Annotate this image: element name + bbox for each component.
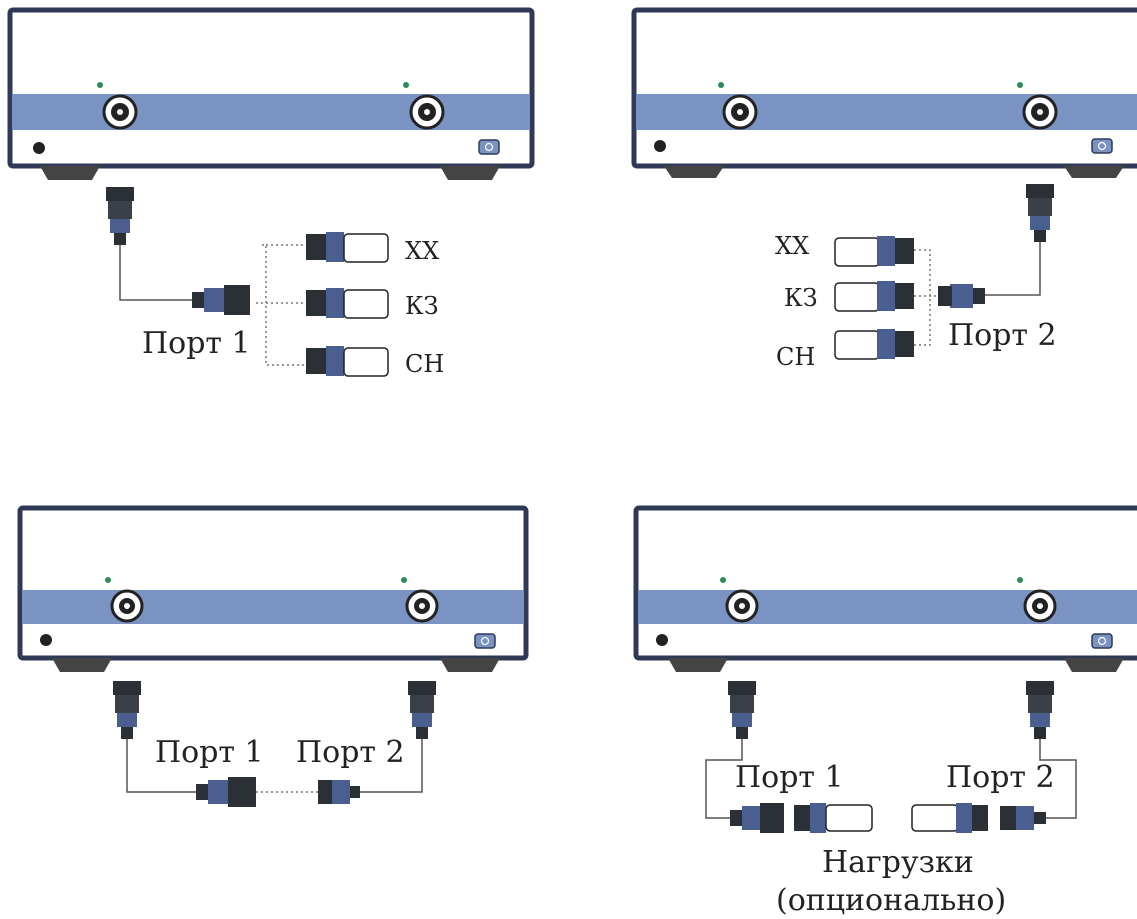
port-1-socket [110, 589, 144, 623]
analyzer-frame [17, 505, 529, 661]
knob-icon [40, 634, 52, 646]
cable [1039, 739, 1077, 819]
port-label: Порт 2 [948, 318, 1057, 353]
foot [440, 166, 500, 180]
panel-2: XX КЗ СН Порт 2 [631, 7, 1137, 371]
load-standard [834, 329, 914, 360]
optional-label: (опционально) [776, 883, 1006, 918]
analyzer-unit [631, 7, 1137, 178]
port-stripe [12, 94, 530, 130]
port-stripe [638, 590, 1137, 624]
port-1-socket [102, 94, 138, 130]
loads-label: Нагрузки [822, 845, 974, 880]
port-2-connector [318, 780, 360, 804]
cable-connector [1026, 681, 1054, 739]
foot [52, 658, 112, 672]
port-1-socket [722, 94, 758, 130]
analyzer-unit [633, 505, 1137, 672]
power-button-icon [474, 633, 496, 649]
panel-4: Порт 1 Порт 2 Нагрузки (опционально) [633, 505, 1137, 918]
standard-label-open: XX [405, 237, 439, 265]
knob-icon [654, 140, 666, 152]
port-2-connector [938, 284, 985, 308]
port-1-connector [192, 285, 250, 315]
foot [664, 166, 724, 178]
port-1-label: Порт 1 [735, 760, 844, 795]
port-1-socket [725, 589, 759, 623]
port-1-connector [196, 777, 256, 807]
load-standard [794, 803, 873, 833]
foot [40, 166, 100, 180]
foot [1064, 166, 1124, 178]
port-2-socket [405, 589, 439, 623]
port-2-socket [1023, 589, 1057, 623]
port-1-label: Порт 1 [155, 735, 264, 770]
port-2-label: Порт 2 [946, 760, 1055, 795]
foot [440, 658, 500, 672]
led-indicator [97, 82, 103, 88]
led-indicator [1017, 82, 1023, 88]
port-2-label: Порт 2 [296, 735, 405, 770]
load-standard [911, 803, 988, 833]
analyzer-frame [633, 505, 1137, 661]
port-stripe [636, 94, 1137, 130]
led-indicator [105, 577, 111, 583]
led-indicator [401, 577, 407, 583]
standard-label-short: КЗ [784, 284, 818, 312]
power-button-icon [1091, 138, 1113, 154]
dotted-link [262, 244, 306, 366]
port-2-socket [1022, 94, 1058, 130]
open-standard [306, 232, 389, 263]
port-label: Порт 1 [142, 326, 251, 361]
cable-connector [1026, 184, 1054, 242]
panel-1: XX КЗ СН Порт 1 [7, 7, 535, 378]
foot [668, 658, 728, 672]
led-indicator [718, 82, 724, 88]
analyzer-frame [7, 7, 535, 169]
open-standard [834, 236, 914, 267]
led-indicator [1017, 577, 1023, 583]
led-indicator [403, 82, 409, 88]
led-indicator [720, 577, 726, 583]
cable-connector [106, 187, 134, 245]
cable-connector [408, 681, 436, 739]
cable-connector [728, 681, 756, 739]
short-standard [306, 288, 389, 319]
cable [985, 242, 1041, 296]
knob-icon [656, 634, 668, 646]
load-standard [306, 346, 389, 377]
port-1-connector [730, 803, 784, 833]
power-button-icon [478, 139, 500, 155]
cable [360, 739, 423, 793]
port-2-connector [1000, 806, 1046, 830]
cable-connector [113, 681, 141, 739]
port-2-socket [409, 94, 445, 130]
standard-label-load: СН [405, 350, 444, 378]
standard-label-short: КЗ [405, 292, 439, 320]
foot [1064, 658, 1124, 672]
analyzer-unit [17, 505, 529, 672]
analyzer-unit [7, 7, 535, 180]
cable [126, 739, 196, 793]
dotted-link [914, 249, 931, 346]
analyzer-frame [631, 7, 1137, 169]
standard-label-load: СН [776, 343, 815, 371]
standard-label-open: XX [775, 232, 809, 260]
panel-3: Порт 1 Порт 2 [17, 505, 529, 807]
knob-icon [33, 142, 45, 154]
power-button-icon [1091, 633, 1113, 649]
cable [705, 739, 743, 819]
short-standard [834, 281, 914, 312]
port-stripe [22, 590, 524, 624]
cable [119, 245, 192, 301]
